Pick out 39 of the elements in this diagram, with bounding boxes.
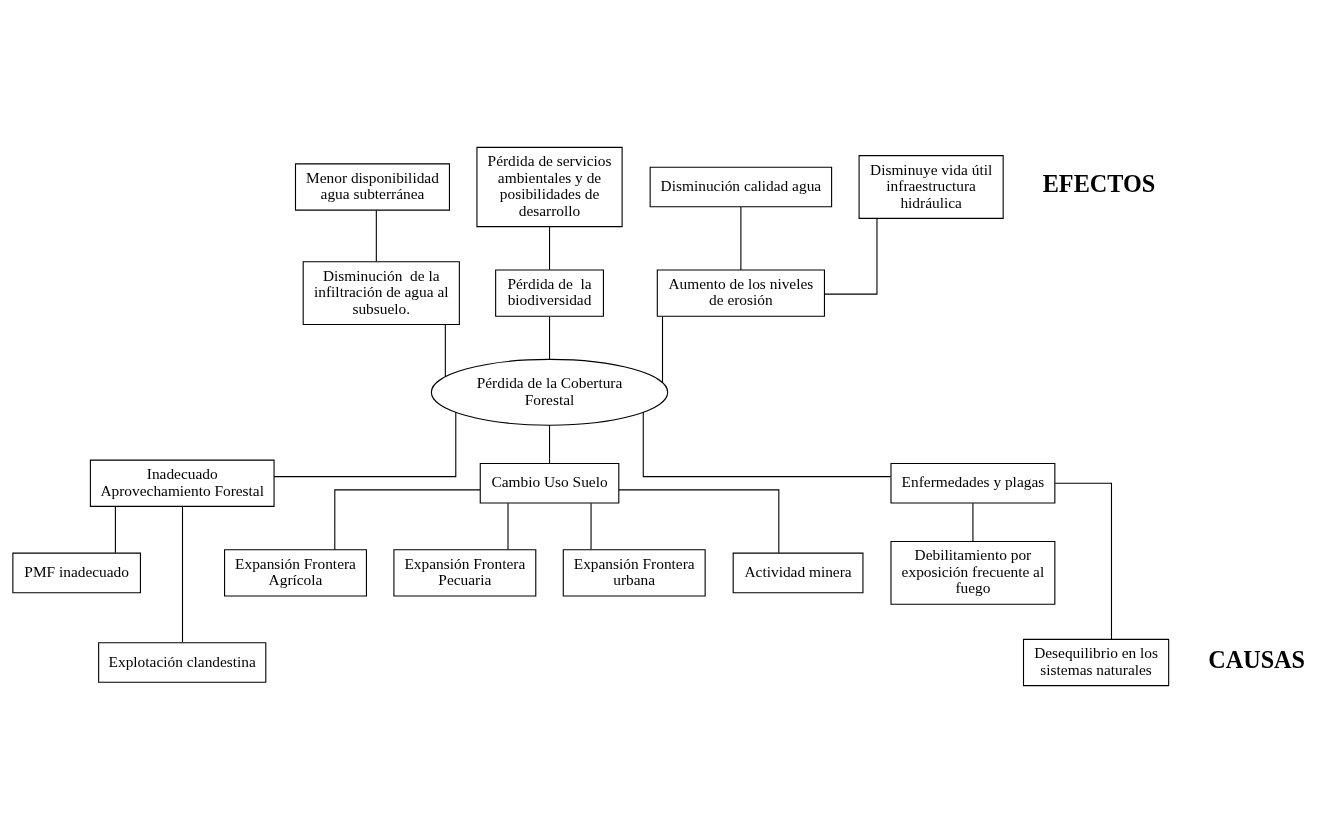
connector	[375, 210, 377, 263]
connector	[642, 411, 892, 478]
node-box: Disminuye vida útil infraestructura hidráulica	[858, 155, 1004, 219]
node-box: Disminución calidad agua	[649, 166, 833, 208]
node-box: Menor disponibilidad agua subterránea	[294, 163, 450, 211]
connector	[661, 316, 664, 383]
node-box: Cambio Uso Suelo	[479, 462, 620, 504]
connector	[549, 226, 551, 271]
connector	[114, 506, 116, 554]
node-box: Expansión Frontera Pecuaria	[393, 549, 537, 597]
connector	[507, 502, 509, 551]
node-box: PMF inadecuado	[12, 552, 141, 594]
node-box: Aumento de los niveles de erosión	[656, 269, 825, 317]
connector	[549, 424, 551, 464]
connector	[972, 502, 974, 542]
connector	[549, 316, 551, 361]
connector	[590, 502, 592, 551]
connector	[181, 506, 184, 643]
connector	[740, 206, 742, 271]
node-box: Pérdida de la biodiversidad	[495, 269, 604, 317]
node-box: Desequilibrio en los sistemas naturales	[1022, 638, 1170, 687]
node-box: Expansión Frontera urbana	[562, 549, 706, 597]
node-box: Expansión Frontera Agrícola	[224, 549, 367, 597]
connector	[1054, 482, 1113, 640]
node-box: Disminución de la infiltración de agua al subsuelo.	[302, 261, 460, 325]
node-box: Actividad minera	[732, 552, 864, 594]
connector	[824, 218, 878, 295]
label: EFECTOS	[1042, 170, 1156, 198]
connector	[334, 489, 481, 551]
node-box: Pérdida de servicios ambientales y de posibilidades de desarrollo	[476, 146, 623, 228]
connector	[618, 489, 780, 554]
node-box: Explotación clandestina	[98, 642, 267, 683]
node-ellipse: Pérdida de la Cobertura Forestal	[430, 358, 669, 426]
node-box: Enfermedades y plagas	[890, 462, 1056, 504]
node-box: Inadecuado Aprovechamiento Forestal	[89, 459, 275, 507]
node-box: Debilitamiento por exposición frecuente al fuego	[890, 541, 1056, 605]
connector	[273, 411, 457, 478]
connector	[444, 323, 446, 377]
label: CAUSAS	[1208, 645, 1306, 673]
